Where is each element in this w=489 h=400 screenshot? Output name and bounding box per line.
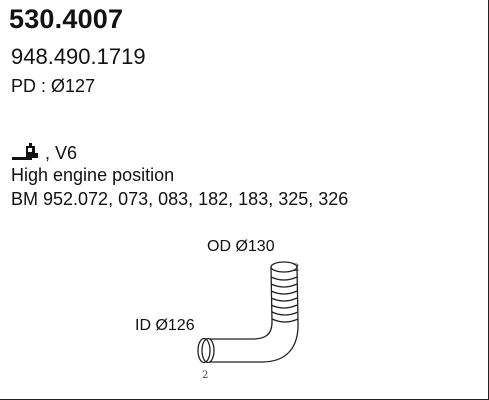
reference-number: 948.490.1719 (11, 44, 146, 69)
marker-bottom: 2 (202, 370, 209, 381)
truck-engine-icon (11, 142, 41, 164)
pipe-diameter: PD : Ø127 (11, 76, 96, 96)
pipe-drawing (197, 261, 299, 364)
id-label: ID Ø126 (135, 317, 195, 334)
part-number: 530.4007 (9, 4, 124, 34)
engine-type: , V6 (45, 142, 78, 163)
engine-position: High engine position (11, 165, 175, 185)
model-list: BM 952.072, 073, 083, 182, 183, 325, 326 (11, 189, 349, 209)
engine-row: , V6 (11, 142, 77, 164)
od-label: OD Ø130 (207, 238, 275, 255)
